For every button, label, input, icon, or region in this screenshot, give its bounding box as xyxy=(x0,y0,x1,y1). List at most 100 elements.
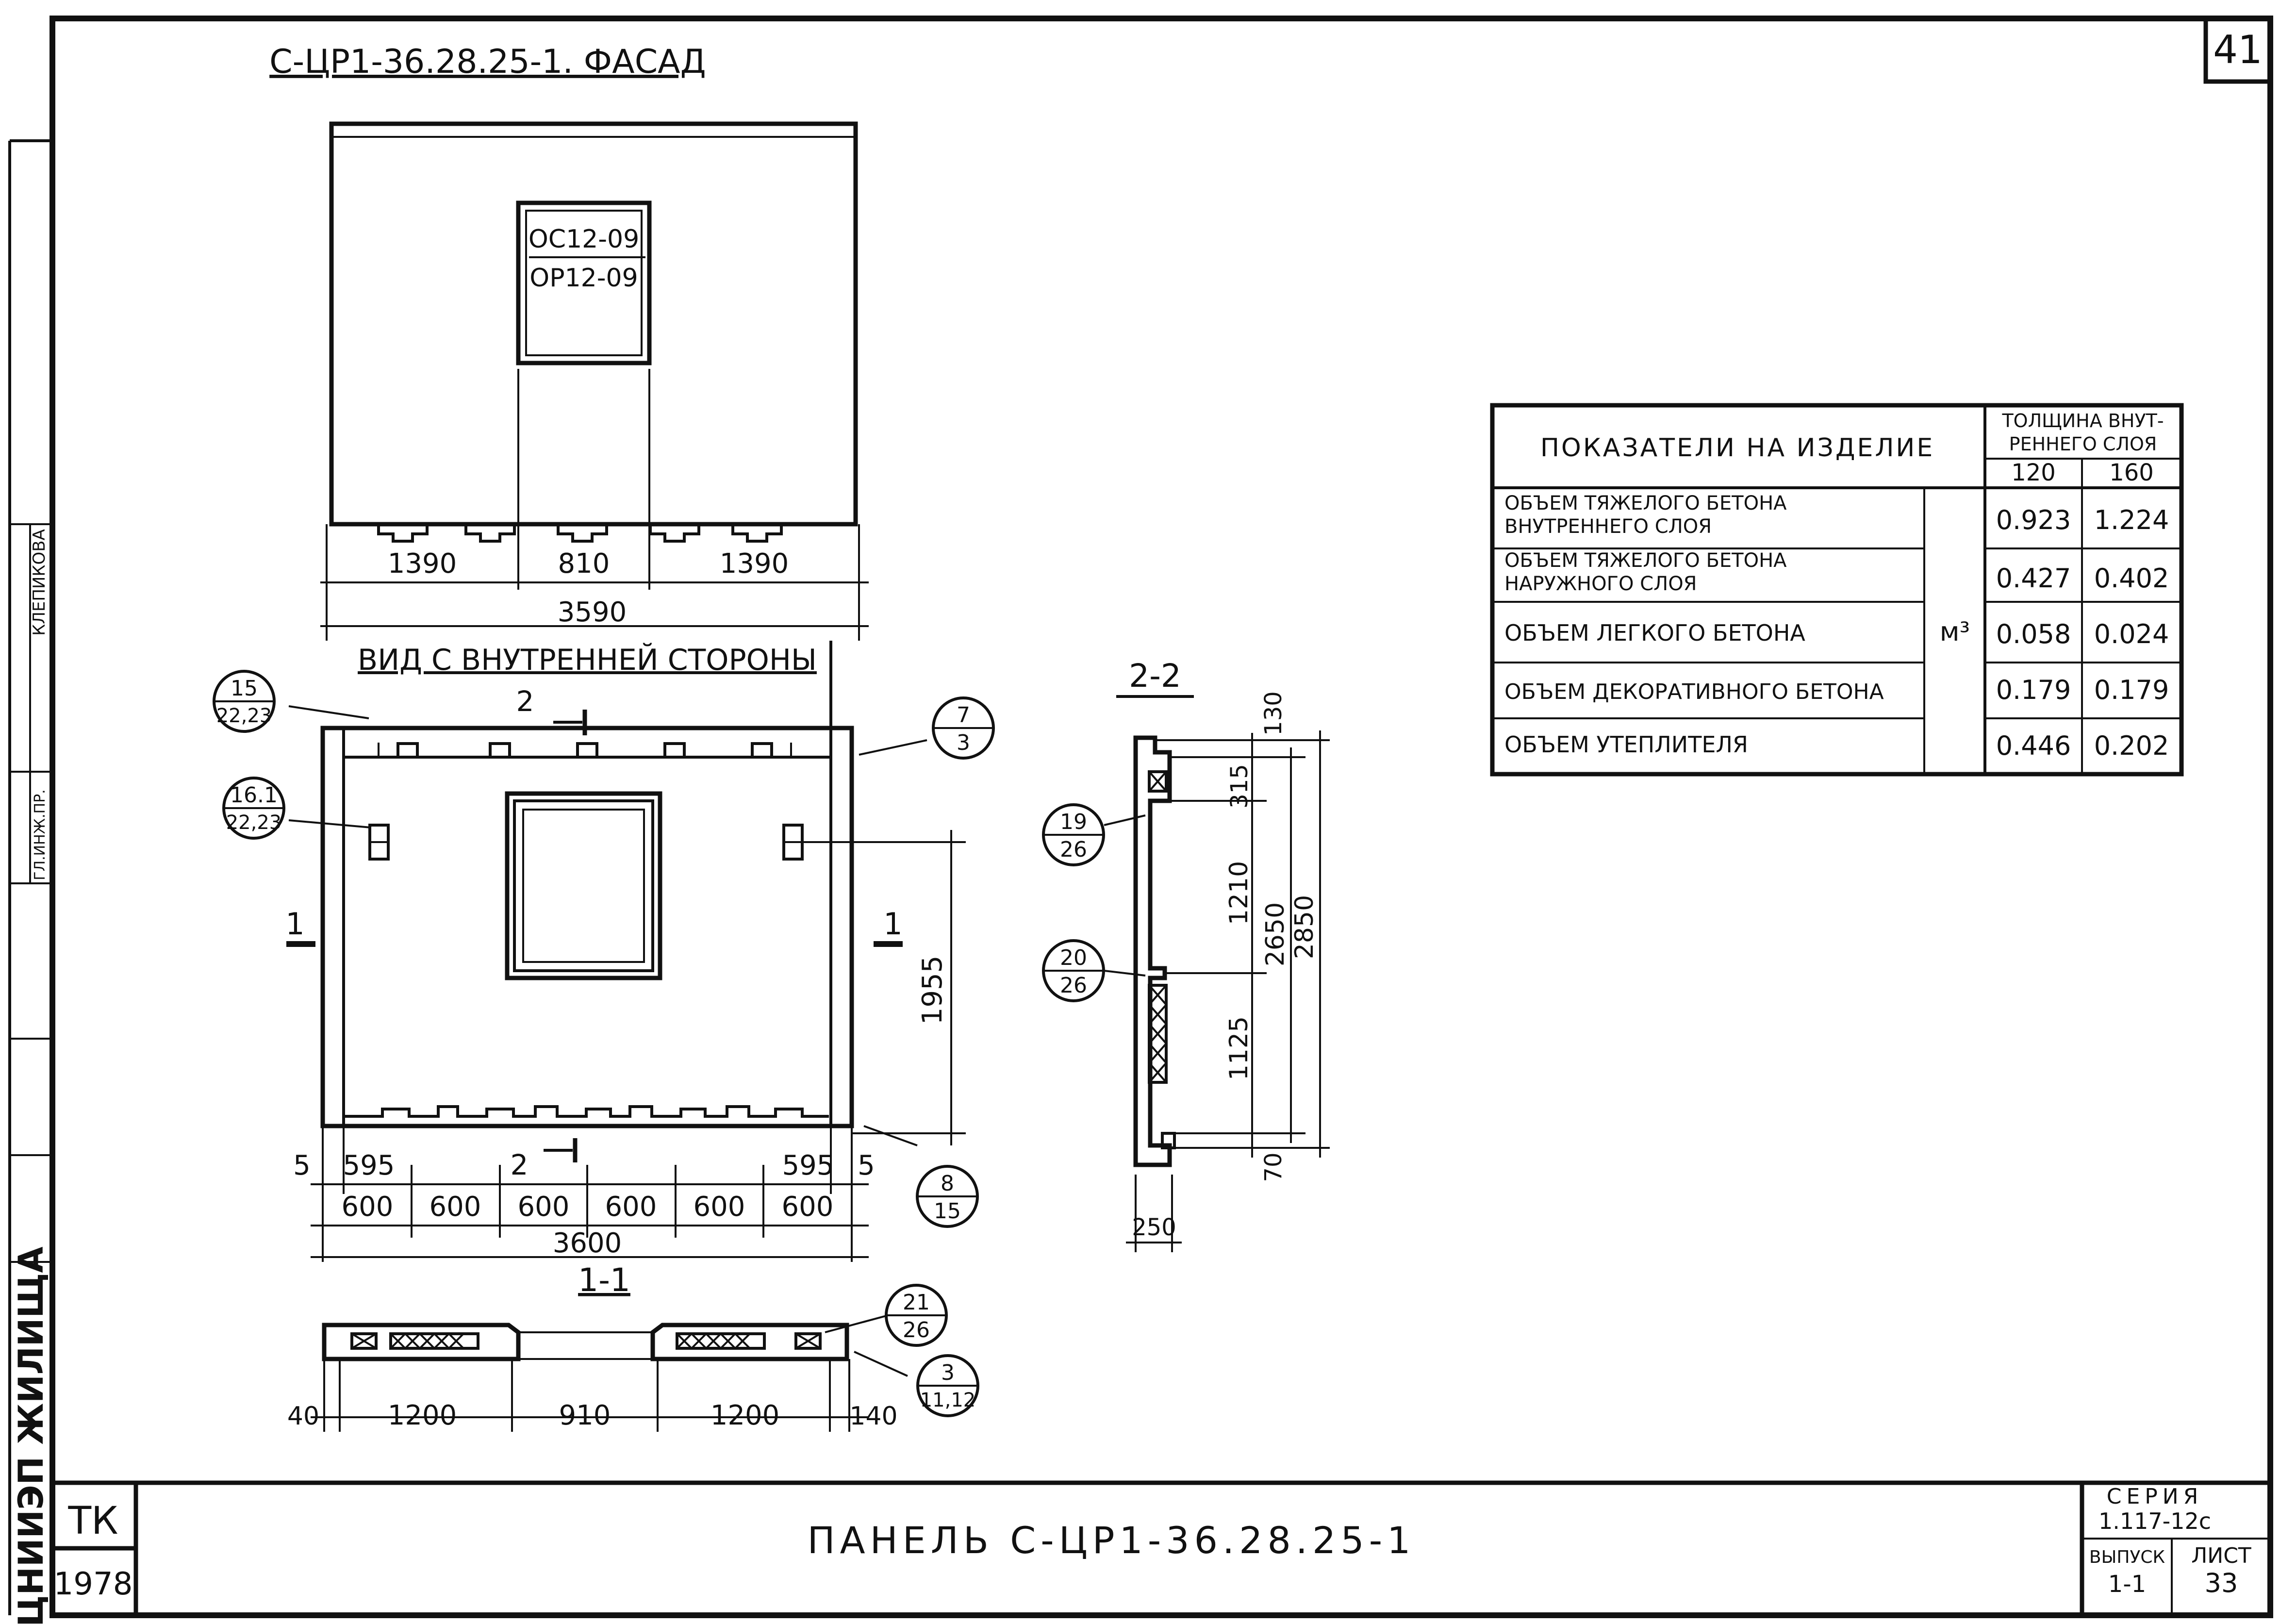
table-row-3-label: ОБЪЕМ ЛЕГКОГО БЕТОНА xyxy=(1504,620,1805,646)
callout-8-bottom: 15 xyxy=(934,1199,961,1224)
table-row-2-label-2: НАРУЖНОГО СЛОЯ xyxy=(1504,573,1697,595)
table-row-2-b: 0.402 xyxy=(2094,563,2169,594)
table-row-4-label: ОБЪЕМ ДЕКОРАТИВНОГО БЕТОНА xyxy=(1504,679,1884,704)
facade-window-mark-bottom: ОР12-09 xyxy=(529,264,638,293)
year: 1978 xyxy=(54,1566,133,1602)
callout-7-bottom: 3 xyxy=(957,730,970,755)
inner-view-title: ВИД С ВНУТРЕННЕЙ СТОРОНЫ xyxy=(358,642,817,677)
section-2-2-dim-1210: 1210 xyxy=(1224,861,1254,925)
module-2: 600 xyxy=(430,1191,481,1223)
table-row-5-a: 0.446 xyxy=(1996,730,2071,761)
section-1-1-title: 1-1 xyxy=(578,1261,630,1299)
table-col-120: 120 xyxy=(2011,459,2056,486)
table-row-5-label: ОБЪЕМ УТЕПЛИТЕЛЯ xyxy=(1504,731,1748,758)
facade-panel xyxy=(329,121,858,573)
table-row-1-a: 0.923 xyxy=(1996,505,2071,535)
table-header-main: ПОКАЗАТЕЛИ НА ИЗДЕЛИЕ xyxy=(1540,433,1934,463)
section-2-2-dim-315: 315 xyxy=(1226,764,1253,809)
facade-dim-2: 810 xyxy=(558,548,610,580)
section-2-2-dim-130: 130 xyxy=(1260,691,1287,736)
facade-title: С-ЦР1-36.28.25-1. ФАСАД xyxy=(269,43,706,81)
callout-3-top: 3 xyxy=(941,1360,955,1385)
sheet-value: 33 xyxy=(2205,1568,2238,1598)
facade-dim-3: 1390 xyxy=(720,548,789,580)
callout-16-bottom: 22,23 xyxy=(226,812,282,834)
section-1-1-drawing xyxy=(311,1284,979,1432)
table-row-4-b: 0.179 xyxy=(2094,675,2169,705)
table-row-3-a: 0.058 xyxy=(1996,619,2071,649)
table-row-1-label-1: ОБЪЕМ ТЯЖЕЛОГО БЕТОНА xyxy=(1504,492,1787,514)
section-1-1-dim-1200-left: 1200 xyxy=(388,1400,457,1431)
facade-dimension-lines xyxy=(320,524,869,641)
module-4: 600 xyxy=(605,1191,657,1223)
section-1-1-dim-40: 40 xyxy=(287,1402,319,1431)
callout-21-top: 21 xyxy=(903,1290,930,1315)
section-2-2-dim-250: 250 xyxy=(1132,1214,1176,1241)
callout-20-top: 20 xyxy=(1060,945,1087,970)
section-1-1-dim-140: 140 xyxy=(849,1402,897,1431)
drawing-title: ПАНЕЛЬ С-ЦР1-36.28.25-1 xyxy=(807,1519,1415,1562)
section-2-2-dim-2850: 2850 xyxy=(1290,895,1319,959)
callout-19-bottom: 26 xyxy=(1060,837,1087,862)
callout-3-bottom: 11,12 xyxy=(920,1389,976,1411)
callout-8-top: 8 xyxy=(941,1171,954,1196)
table-unit: м³ xyxy=(1940,616,1970,647)
inner-view-panel xyxy=(213,641,995,1262)
edge-right: 5 xyxy=(858,1150,875,1181)
section-2-2-drawing xyxy=(1042,730,1330,1252)
cut-1-left-label: 1 xyxy=(285,906,304,942)
facade-dim-1: 1390 xyxy=(388,548,457,580)
side-role-1: ГЛ.ИНЖ.ПР. xyxy=(32,789,49,880)
partial-left: 595 xyxy=(343,1150,395,1181)
callout-15-bottom: 22,23 xyxy=(216,705,272,727)
sheet-label: ЛИСТ xyxy=(2191,1543,2251,1568)
section-2-2-dim-1125: 1125 xyxy=(1224,1016,1254,1080)
module-1: 600 xyxy=(342,1191,394,1223)
series-value: 1.117-12с xyxy=(2098,1508,2211,1534)
section-2-2-dim-70: 70 xyxy=(1260,1152,1287,1182)
partial-right: 595 xyxy=(782,1150,834,1181)
module-5: 600 xyxy=(694,1191,745,1223)
facade-dim-total: 3590 xyxy=(558,597,627,628)
callout-20-bottom: 26 xyxy=(1060,973,1087,998)
institute-name: ЦНИИЭП ЖИЛИЩА xyxy=(11,1247,51,1624)
side-strip xyxy=(8,139,52,1615)
sheet-number: 41 xyxy=(2213,27,2263,72)
section-2-mark-bottom: 2 xyxy=(511,1148,529,1181)
table-col-160: 160 xyxy=(2109,459,2154,486)
title-block xyxy=(52,1483,2270,1615)
height-dim-1955: 1955 xyxy=(917,956,948,1025)
callout-16-top: 16.1 xyxy=(230,783,278,808)
section-1-1-dim-1200-right: 1200 xyxy=(710,1400,780,1431)
callout-21-bottom: 26 xyxy=(903,1318,930,1342)
callout-7-top: 7 xyxy=(957,703,970,728)
table-row-4-a: 0.179 xyxy=(1996,675,2071,705)
indicator-table xyxy=(1490,403,2184,777)
table-row-1-b: 1.224 xyxy=(2094,505,2169,535)
side-name-1: КЛЕПИКОВА xyxy=(30,529,49,636)
section-2-2-dim-2650: 2650 xyxy=(1261,902,1290,966)
table-row-2-a: 0.427 xyxy=(1996,563,2071,594)
section-2-mark-top: 2 xyxy=(516,685,534,718)
issue-label: ВЫПУСК xyxy=(2089,1547,2165,1567)
sheet-frame xyxy=(50,16,2273,1618)
issue-value: 1-1 xyxy=(2108,1571,2146,1598)
callout-19-top: 19 xyxy=(1060,810,1087,834)
table-row-3-b: 0.024 xyxy=(2094,619,2169,649)
callout-15-top: 15 xyxy=(231,676,258,701)
section-1-1-dim-910: 910 xyxy=(559,1400,611,1431)
table-header-thickness-2: РЕННЕГО СЛОЯ xyxy=(2009,433,2157,455)
table-row-2-label-1: ОБЪЕМ ТЯЖЕЛОГО БЕТОНА xyxy=(1504,549,1787,572)
table-row-1-label-2: ВНУТРЕННЕГО СЛОЯ xyxy=(1504,515,1712,538)
facade-window-mark-top: ОС12-09 xyxy=(529,225,639,254)
edge-left: 5 xyxy=(293,1150,311,1181)
org-code: ТК xyxy=(67,1499,118,1543)
module-6: 600 xyxy=(782,1191,834,1223)
table-header-thickness-1: ТОЛЩИНА ВНУТ- xyxy=(2001,410,2164,431)
module-3: 600 xyxy=(518,1191,570,1223)
section-2-2-title: 2-2 xyxy=(1129,657,1181,695)
table-row-5-b: 0.202 xyxy=(2094,730,2169,761)
cut-1-right-label: 1 xyxy=(883,906,902,942)
series-label: СЕРИЯ xyxy=(2107,1484,2203,1509)
